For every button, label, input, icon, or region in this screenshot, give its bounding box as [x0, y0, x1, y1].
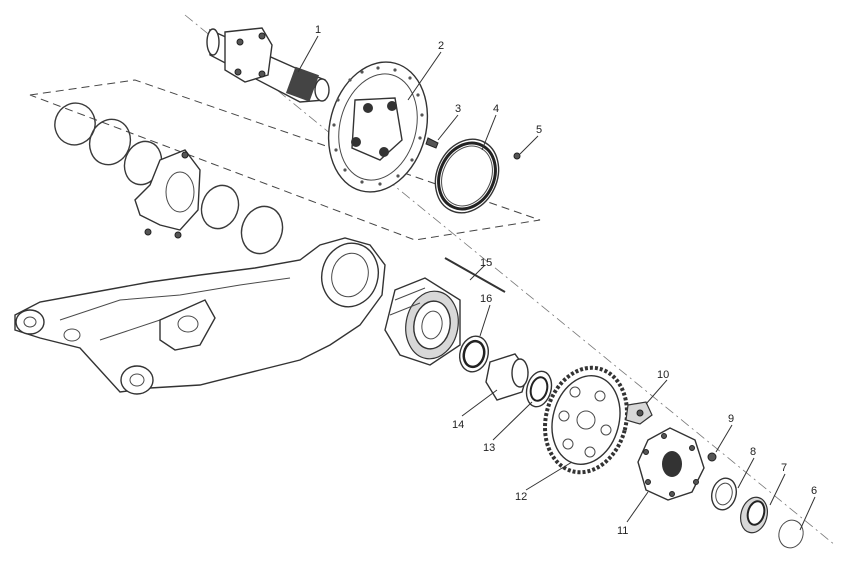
part-16-seal: [458, 335, 490, 373]
callout-13: 13: [483, 442, 495, 454]
callout-16: 16: [480, 293, 492, 305]
part-7-ring-nut: [740, 496, 768, 534]
rings-left-group: [54, 102, 284, 255]
part-1-shaft: [206, 27, 330, 103]
callout-6: 6: [811, 485, 817, 497]
callouts: 1 2 3 4 5 6 7 8 9 10 11 12 13 14 15 16: [315, 24, 817, 537]
callout-7: 7: [781, 462, 787, 474]
part-13-ring: [525, 370, 553, 408]
part-9-nut: [707, 452, 717, 462]
part-2-brake-disc: [327, 61, 429, 193]
part-14-spacer: [485, 353, 529, 401]
part-3-screw: [425, 137, 439, 149]
part-6-circlip: [778, 519, 804, 549]
part-12-sprocket: [543, 365, 629, 475]
part-10-stud: [625, 401, 653, 425]
callout-1: 1: [315, 24, 321, 36]
callout-8: 8: [750, 446, 756, 458]
callout-3: 3: [455, 103, 461, 115]
group-outline: [29, 79, 541, 241]
callout-14: 14: [452, 419, 464, 431]
leader-lines: [297, 35, 816, 531]
part-5-screw: [513, 152, 521, 160]
swingarm: [14, 237, 386, 395]
caliper-bracket: [134, 149, 201, 239]
callout-10: 10: [657, 369, 669, 381]
callout-11: 11: [617, 525, 628, 537]
part-8-washer: [710, 477, 738, 511]
callout-2: 2: [438, 40, 444, 52]
callout-12: 12: [515, 491, 527, 503]
part-4-ring-plate: [434, 138, 500, 214]
part-11-flange: [637, 427, 705, 501]
callout-5: 5: [536, 124, 542, 136]
callout-15: 15: [480, 257, 492, 269]
callout-9: 9: [728, 413, 734, 425]
callout-4: 4: [493, 103, 499, 115]
hub-housing: [384, 277, 461, 366]
